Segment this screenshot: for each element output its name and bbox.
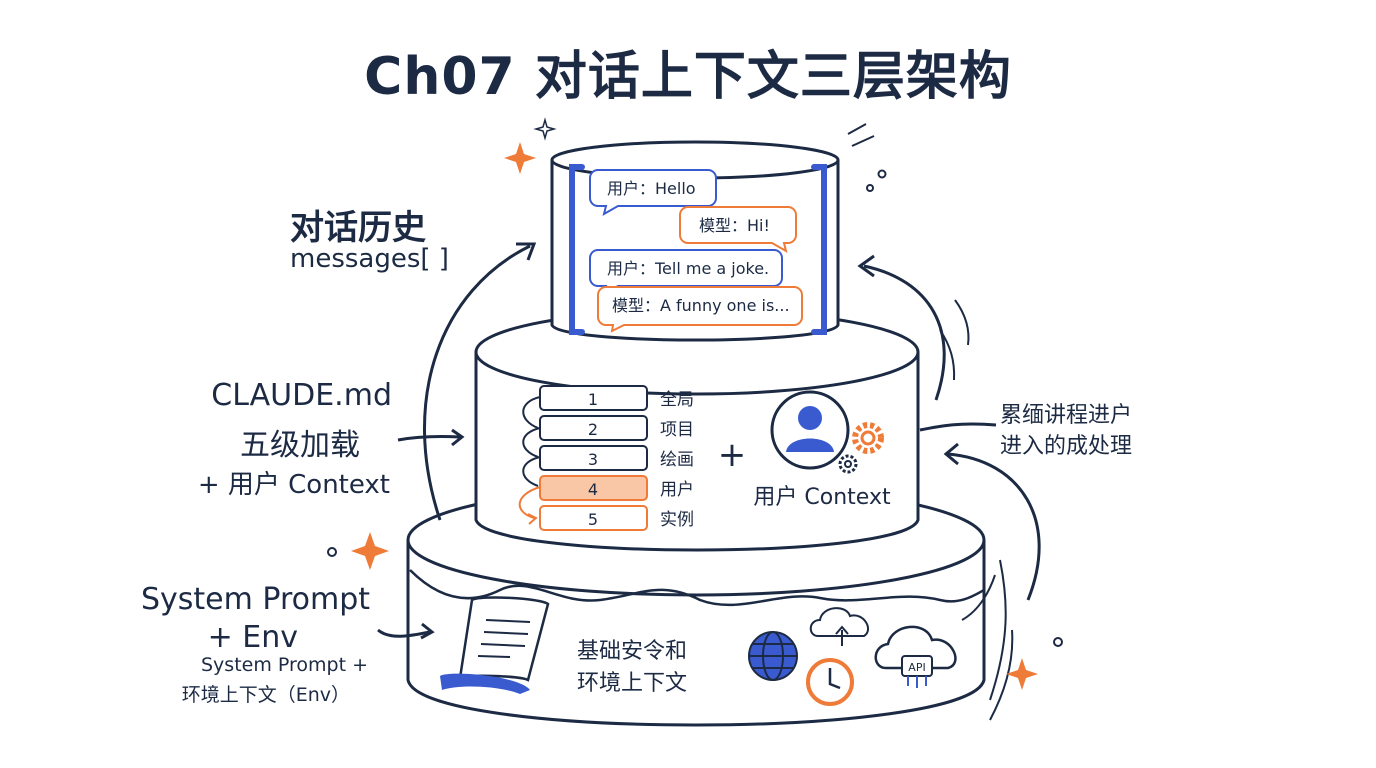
svg-text:绘画: 绘画 [660,450,694,470]
messages-label-code: messages[ ] [290,244,449,274]
clock-icon [806,658,854,706]
sparkle-icon [504,142,536,174]
messages-label-zh: 对话历史 [290,208,426,248]
svg-text:用户: 用户 [660,480,694,500]
level-row-highlight: 4 用户 [539,475,694,501]
dot-decoration [866,184,874,192]
level-row: 5 实例 [539,505,694,531]
level-row: 1 全局 [539,385,694,411]
flow-arrows [377,242,1041,721]
svg-text:4: 4 [588,480,598,499]
user-context-side-label: + 用户 Context [197,470,390,500]
svg-text:3: 3 [588,450,598,469]
claude-md-label: CLAUDE.md [211,378,392,413]
svg-text:2: 2 [588,420,598,439]
right-note-line2: 进入的成处理 [1000,434,1133,459]
svg-text:1: 1 [588,390,598,409]
foundation-label-line2: 环境上下文 [577,671,687,696]
dot-decoration [1053,637,1063,647]
spark-lines [847,123,875,147]
layer-top: 用户：Hello 模型：Hi! 用户：Tell me a joke. 模型：A … [550,140,840,342]
sparkle-icon [533,117,557,141]
chat-bubble-model: 模型：Hi! [679,206,797,254]
sparkle-icon [351,532,389,570]
chat-bubble-user: 用户：Hello [589,169,717,217]
bracket-left-icon [569,164,585,335]
right-note-line1: 累缅讲程进户 [1000,403,1133,428]
system-prompt-label: System Prompt [140,582,370,617]
user-context-label: 用户 Context [753,485,891,510]
sparkle-icon [1006,658,1038,690]
chat-bubble-model: 模型：A funny one is... [597,286,803,333]
svg-text:API: API [908,661,925,674]
dot-decoration [877,169,887,179]
bracket-right-icon [811,164,827,335]
svg-text:项目: 项目 [660,420,694,440]
dot-decoration [327,547,337,557]
scroll-icon [440,596,550,694]
user-avatar-icon [770,390,850,470]
svg-text:5: 5 [588,510,598,529]
env-sub-label: 环境上下文（Env） [181,684,350,706]
svg-text:模型：Hi!: 模型：Hi! [699,216,770,235]
gear-icon [852,422,884,454]
five-level-label: 五级加载 [240,428,360,463]
svg-text:用户：Hello: 用户：Hello [607,179,696,198]
globe-icon [748,631,798,681]
level-row: 3 绘画 [539,445,694,471]
system-prompt-sub-label: System Prompt + [200,654,368,676]
chat-bubble-user: 用户：Tell me a joke. [589,249,783,297]
foundation-label-line1: 基础安令和 [577,639,687,664]
svg-text:模型：A funny one is...: 模型：A funny one is... [612,296,790,315]
gear-icon [838,454,858,474]
api-cloud-icon: API [874,625,957,688]
cloud-upload-icon [809,607,869,646]
svg-text:实例: 实例 [660,510,694,530]
env-label: + Env [207,620,298,655]
page-title: Ch07 对话上下文三层架构 [364,47,1012,107]
level-row: 2 项目 [539,415,694,441]
level-list: 1 全局 2 项目 3 绘画 4 用户 5 实例 [518,385,694,531]
svg-text:用户：Tell me a joke.: 用户：Tell me a joke. [607,259,769,278]
plus-sign: + [718,435,747,475]
svg-text:全局: 全局 [660,390,694,410]
